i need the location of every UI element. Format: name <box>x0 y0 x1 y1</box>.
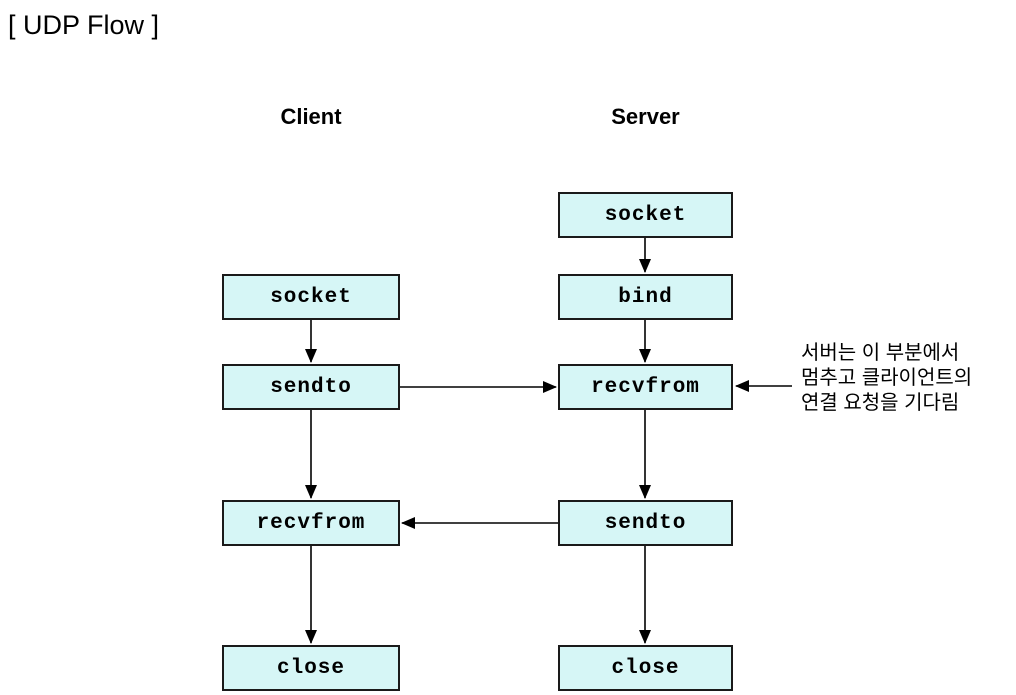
client-close-box: close <box>222 645 400 691</box>
server-recvfrom-box: recvfrom <box>558 364 733 410</box>
annotation-line-2: 멈추고 클라이언트의 <box>801 367 973 389</box>
server-wait-annotation: 서버는 이 부분에서 멈추고 클라이언트의 연결 요청을 기다림 <box>801 341 972 416</box>
client-socket-box: socket <box>222 274 400 320</box>
diagram-title: [ UDP Flow ] <box>8 10 160 40</box>
server-close-box: close <box>558 645 733 691</box>
client-sendto-box: sendto <box>222 364 400 410</box>
server-bind-box: bind <box>558 274 733 320</box>
annotation-line-1: 서버는 이 부분에서 <box>801 342 960 364</box>
client-recvfrom-box: recvfrom <box>222 500 400 546</box>
server-sendto-box: sendto <box>558 500 733 546</box>
server-socket-box: socket <box>558 192 733 238</box>
server-column-header: Server <box>611 104 680 129</box>
client-column-header: Client <box>280 104 342 129</box>
annotation-line-3: 연결 요청을 기다림 <box>801 392 960 414</box>
